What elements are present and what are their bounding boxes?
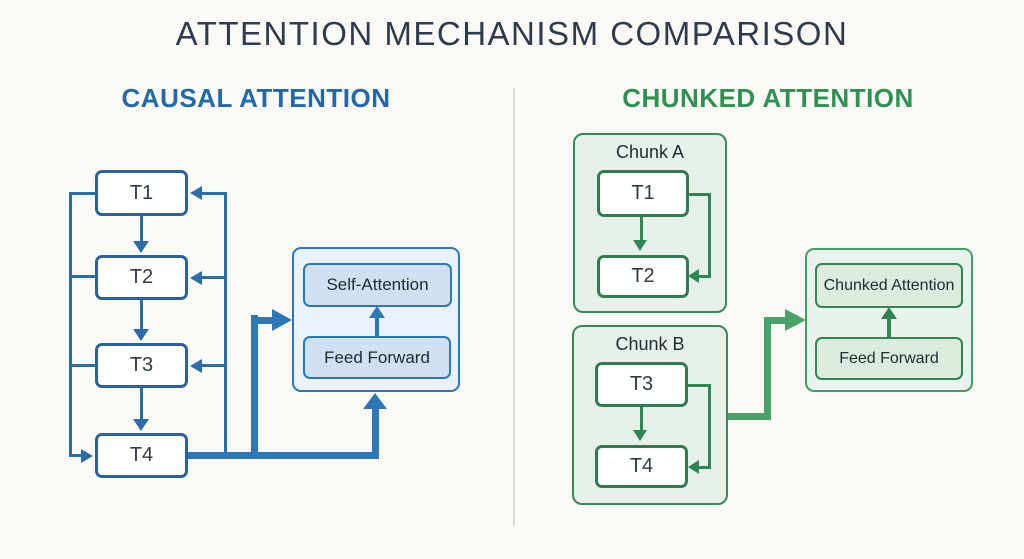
- feed-forward-box-right: Feed Forward: [815, 337, 963, 380]
- token-label: T2: [129, 266, 154, 288]
- feed-forward-label: Feed Forward: [839, 349, 939, 367]
- arrow-t1-t2-head: [133, 241, 149, 253]
- arrow-into-t3-head: [190, 358, 202, 373]
- token-label: T1: [631, 182, 655, 204]
- arrow-a-t1-t2-head: [633, 240, 647, 251]
- chunk-a-loop-top: [689, 192, 711, 196]
- chunk-b-token-t3: T3: [595, 362, 688, 407]
- chunk-a-label: Chunk A: [615, 142, 685, 162]
- token-label: T4: [129, 444, 154, 466]
- chunk-b-loop-head: [688, 460, 699, 474]
- ff-to-ca-head: [881, 307, 897, 319]
- causal-token-t2: T2: [95, 255, 188, 300]
- token-label: T2: [631, 265, 655, 287]
- self-attention-box: Self-Attention: [303, 263, 452, 307]
- arrow-into-block-left-head: [272, 308, 292, 331]
- right-rail-stub-t2: [202, 276, 226, 279]
- left-rail-stub-t3: [68, 364, 96, 367]
- diagram-title: ATTENTION MECHANISM COMPARISON: [175, 15, 849, 52]
- chunk-a-token-t1: T1: [597, 170, 689, 217]
- t4-output-branch-up: [250, 315, 258, 459]
- arrow-b-t3-t4-shaft: [639, 407, 643, 430]
- chunk-b-loop-bottom: [699, 465, 711, 469]
- causal-token-t3: T3: [95, 343, 188, 388]
- chunk-b-loop-side: [708, 384, 711, 468]
- arrow-b-t3-t4-head: [633, 430, 647, 441]
- left-rail-stub-t1: [68, 191, 96, 195]
- ff-to-sa-head: [369, 306, 385, 318]
- chunk-a-loop-side: [708, 192, 711, 278]
- arrow-t2-t3-head: [133, 329, 149, 341]
- left-rail-line: [68, 191, 72, 457]
- token-label: T1: [129, 181, 154, 204]
- left-rail-stub-t4: [68, 454, 82, 457]
- self-attention-label: Self-Attention: [326, 275, 429, 294]
- token-label: T3: [129, 354, 154, 376]
- right-rail-stub-t3: [202, 364, 226, 367]
- arrow-t2-t3-shaft: [139, 300, 143, 329]
- chunk-output-line: [728, 413, 771, 420]
- chunk-b-token-t4: T4: [595, 445, 688, 488]
- chunked-attention-box: Chunked Attention: [815, 263, 963, 308]
- causal-token-t1: T1: [95, 170, 188, 216]
- chunked-attention-heading: CHUNKED ATTENTION: [622, 83, 914, 113]
- causal-attention-heading: CAUSAL ATTENTION: [121, 83, 391, 113]
- t4-output-branch2-up: [371, 408, 379, 459]
- right-rail-stub-t1: [202, 191, 226, 195]
- t4-output-line: [188, 452, 378, 459]
- left-rail-stub-t2: [68, 275, 96, 278]
- arrow-t1-t2-shaft: [139, 216, 143, 241]
- arrow-into-green-block-head: [785, 308, 806, 331]
- arrow-into-t4-head: [81, 448, 93, 463]
- arrow-into-block-bottom-head: [362, 393, 387, 409]
- feed-forward-label: Feed Forward: [324, 347, 430, 367]
- ff-to-sa-shaft: [375, 317, 379, 336]
- chunk-b-label: Chunk B: [615, 334, 685, 354]
- chunk-output-elbow: [764, 316, 785, 324]
- chunk-output-vertical: [764, 316, 771, 420]
- token-label: T4: [629, 455, 654, 477]
- causal-token-t4: T4: [95, 433, 188, 478]
- arrow-a-t1-t2-shaft: [639, 217, 643, 240]
- feed-forward-box-left: Feed Forward: [303, 336, 451, 379]
- t4-output-branch-elbow: [250, 316, 273, 324]
- arrow-into-t1-head: [190, 186, 202, 200]
- arrow-into-t2-head: [190, 270, 202, 285]
- right-rail-line: [223, 191, 227, 455]
- arrow-t3-t4-head: [133, 419, 149, 431]
- token-label: T3: [629, 373, 654, 395]
- arrow-t3-t4-shaft: [139, 388, 143, 419]
- chunked-attention-label: Chunked Attention: [823, 276, 955, 294]
- chunk-a-loop-head: [688, 269, 699, 283]
- chunk-a-loop-bottom: [699, 274, 711, 278]
- chunk-b-loop-top: [688, 384, 711, 387]
- center-divider: [513, 88, 515, 526]
- chunk-a-token-t2: T2: [597, 255, 689, 298]
- ff-to-ca-shaft: [887, 319, 891, 337]
